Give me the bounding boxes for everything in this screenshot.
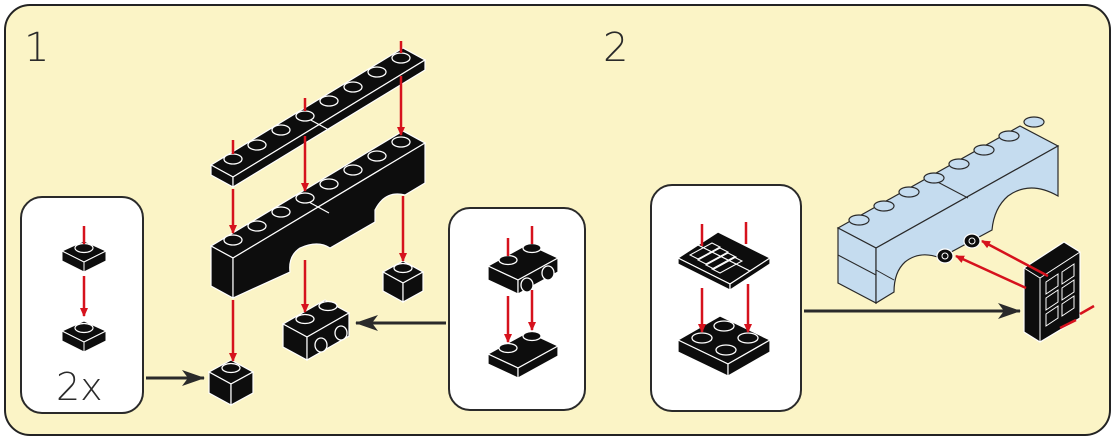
quantity-label: 2x: [56, 365, 103, 409]
callout-1-bricks: [60, 226, 108, 353]
step-number-2: 2: [603, 25, 629, 71]
step-number-1: 1: [24, 25, 50, 71]
step-2-arch-assembly: [836, 116, 1095, 343]
step-1-exploded-bricks: [207, 41, 427, 407]
callout-subassembly-2x: [20, 196, 144, 414]
callout-2-bricks: [486, 226, 560, 380]
callout-3-bricks: [676, 222, 772, 378]
